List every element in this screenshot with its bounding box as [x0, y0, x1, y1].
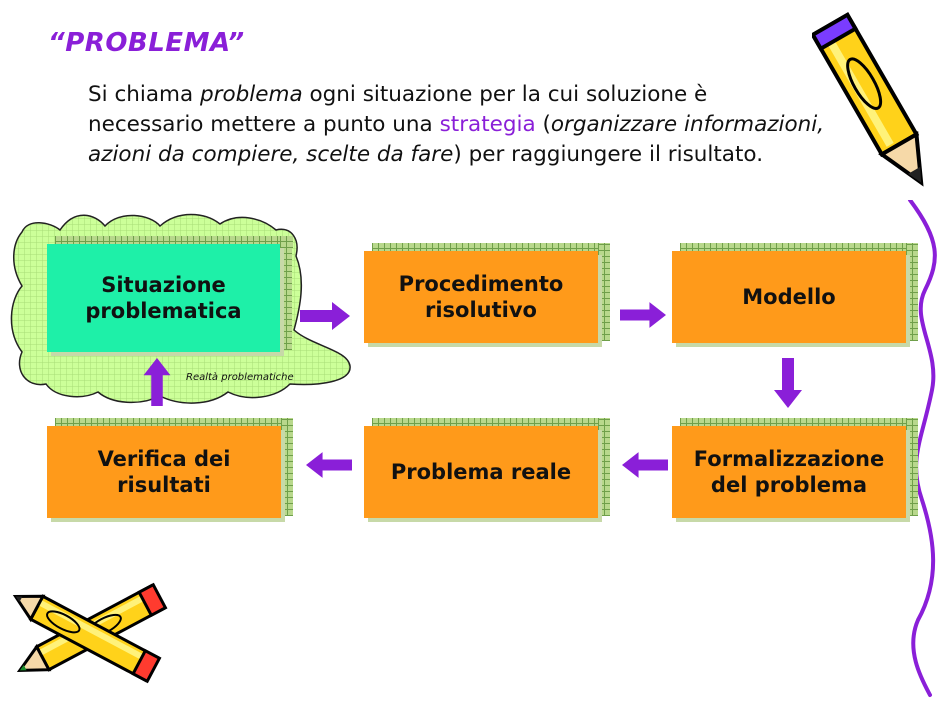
purple-curve-line	[908, 200, 937, 697]
box-procedimento-risolutivo: Procedimento risolutivo	[364, 251, 598, 343]
box-verifica-risultati: Verifica dei risultati	[47, 426, 281, 518]
para-text-5: (	[535, 112, 551, 137]
box-shadow-grid	[906, 243, 918, 341]
box-formalizzazione: Formalizzazione del problema	[672, 426, 906, 518]
arrow-right-icon	[300, 302, 350, 330]
box-label: Problema reale	[390, 460, 572, 484]
definition-paragraph: Si chiama problema ogni situazione per l…	[88, 80, 828, 170]
box-problema-reale: Problema reale	[364, 426, 598, 518]
box-modello: Modello	[672, 251, 906, 343]
slide-title: “PROBLEMA”	[48, 28, 245, 58]
pencil-icon	[812, 12, 924, 187]
arrow-right-icon	[620, 302, 666, 328]
para-italic-examples: organizzare informazioni, azioni da comp…	[88, 112, 825, 167]
box-shadow-grid	[281, 418, 293, 516]
box-shadow-grid	[598, 243, 610, 341]
box-situazione-problematica: Situazione problematica	[47, 244, 280, 352]
box-label: Procedimento risolutivo	[398, 272, 564, 322]
box-label: Modello	[742, 285, 836, 309]
box-shadow-grid	[280, 236, 292, 350]
box-shadow-grid	[906, 418, 918, 516]
box-shadow-grid	[598, 418, 610, 516]
para-text-3: ogni situazione per la cui soluzione è n…	[88, 82, 708, 137]
para-strategia-word: strategia	[439, 112, 536, 137]
arrow-left-icon	[622, 452, 668, 478]
cloud-label: Realtà problematiche	[186, 372, 294, 383]
para-problema-word: problema	[200, 82, 303, 107]
arrow-left-icon	[306, 452, 352, 478]
para-text-7: ) per raggiungere il risultato.	[453, 142, 764, 167]
arrow-down-icon	[774, 358, 802, 408]
box-label: Situazione problematica	[85, 273, 242, 323]
crossed-pencils-icon	[12, 582, 168, 684]
para-text-1: Si chiama	[88, 82, 201, 107]
box-label: Verifica dei risultati	[97, 447, 231, 497]
box-label: Formalizzazione del problema	[693, 447, 885, 497]
arrow-up-icon	[143, 358, 171, 406]
